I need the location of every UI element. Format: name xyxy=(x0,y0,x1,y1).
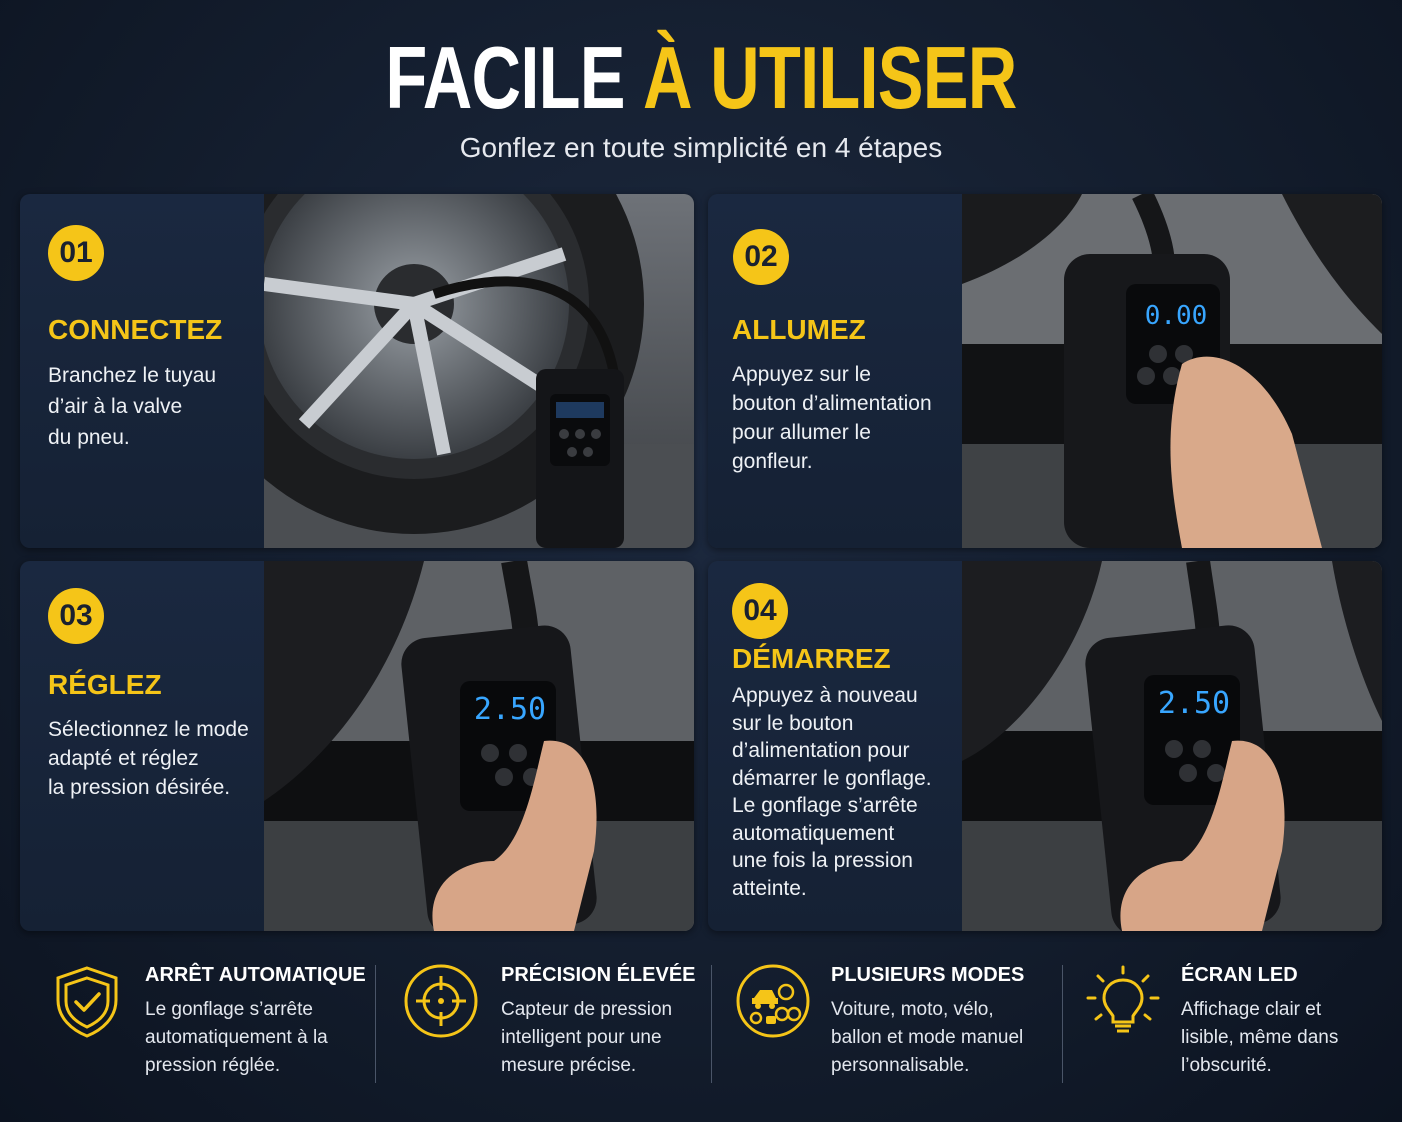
step-description-line: du pneu. xyxy=(48,426,130,449)
step-number-badge: 02 xyxy=(733,229,789,285)
step-description-line: la pression désirée. xyxy=(48,776,231,799)
step-description-line: atteinte. xyxy=(732,876,807,900)
step-description: Appuyez à nouveau sur le bouton d’alimen… xyxy=(732,682,962,902)
step-title: DÉMARREZ xyxy=(732,643,891,674)
feature-description: Capteur de pression intelligent pour une… xyxy=(501,996,672,1080)
lightbulb-icon xyxy=(1086,964,1160,1038)
feature-description-line: lisible, même dans xyxy=(1181,1027,1339,1048)
step-description-line: une fois la pression xyxy=(732,849,913,872)
feature-description-line: Voiture, moto, vélo, xyxy=(831,999,994,1020)
step-description-line: Appuyez sur le xyxy=(732,363,871,386)
step-description-line: gonfleur. xyxy=(732,450,813,473)
device-display: 2.50 xyxy=(474,692,546,727)
step-number-badge: 01 xyxy=(48,225,104,281)
feature-title: ÉCRAN LED xyxy=(1181,964,1298,986)
step-title: ALLUMEZ xyxy=(732,314,866,345)
feature-description-line: mesure précise. xyxy=(501,1055,637,1076)
step-card-3: 03 RÉGLEZ Sélectionnez le mode adapté et… xyxy=(20,561,694,931)
feature-description-line: ballon et mode manuel xyxy=(831,1027,1024,1048)
feature-divider xyxy=(1062,965,1063,1083)
feature-title: PRÉCISION ÉLEVÉE xyxy=(501,964,696,986)
step-description-line: bouton d’alimentation xyxy=(732,392,932,415)
step-description-line: Sélectionnez le mode xyxy=(48,718,249,741)
step-description-line: sur le bouton xyxy=(732,711,854,735)
feature-description: Voiture, moto, vélo, ballon et mode manu… xyxy=(831,996,1023,1080)
step-photo-start-inflation: 2.50 xyxy=(962,561,1382,931)
step-description-line: démarrer le gonflage. xyxy=(732,766,932,790)
feature-description: Affichage clair et lisible, même dans l’… xyxy=(1181,996,1338,1080)
feature-description-line: personnalisable. xyxy=(831,1055,970,1076)
step-number-badge: 03 xyxy=(48,588,104,644)
title-white: FACILE xyxy=(385,28,625,127)
step-card-4: 04 DÉMARREZ Appuyez à nouveau sur le bou… xyxy=(708,561,1382,931)
step-description: Branchez le tuyau d’air à la valve du pn… xyxy=(48,360,263,453)
step-description-line: d’air à la valve xyxy=(48,395,183,418)
step-description: Sélectionnez le mode adapté et réglez la… xyxy=(48,715,278,802)
feature-description-line: automatiquement à la xyxy=(145,1027,328,1048)
step-title: RÉGLEZ xyxy=(48,669,162,700)
step-card-1: 01 CONNECTEZ Branchez le tuyau d’air à l… xyxy=(20,194,694,548)
feature-title: PLUSIEURS MODES xyxy=(831,964,1025,986)
step-card-2: 02 ALLUMEZ Appuyez sur le bouton d’alime… xyxy=(708,194,1382,548)
step-photo-set-pressure: 2.50 xyxy=(264,561,694,931)
step-description-line: Appuyez à nouveau xyxy=(732,684,918,707)
feature-divider xyxy=(375,965,376,1083)
step-photo-power-on: 0.00 xyxy=(962,194,1382,548)
modes-icon xyxy=(736,964,810,1038)
step-description: Appuyez sur le bouton d’alimentation pou… xyxy=(732,360,962,476)
page-title: FACILE À UTILISER xyxy=(154,30,1248,126)
feature-description-line: intelligent pour une xyxy=(501,1027,662,1048)
title-yellow: À UTILISER xyxy=(643,28,1017,127)
device-display: 2.50 xyxy=(1158,686,1230,721)
feature-divider xyxy=(711,965,712,1083)
feature-auto-stop: ARRÊT AUTOMATIQUE Le gonflage s’arrête a… xyxy=(50,960,370,1090)
feature-description-line: l’obscurité. xyxy=(1181,1055,1272,1076)
feature-description-line: Affichage clair et xyxy=(1181,999,1322,1020)
step-description-line: automatiquement xyxy=(732,821,895,845)
step-description-line: adapté et réglez xyxy=(48,747,199,770)
feature-description-line: Le gonflage s’arrête xyxy=(145,999,313,1020)
shield-check-icon xyxy=(50,964,124,1038)
feature-description-line: pression réglée. xyxy=(145,1055,281,1076)
feature-precision: PRÉCISION ÉLEVÉE Capteur de pression int… xyxy=(404,960,704,1090)
device-display: 0.00 xyxy=(1145,301,1208,331)
crosshair-icon xyxy=(404,964,478,1038)
step-description-line: d’alimentation pour xyxy=(732,739,910,762)
feature-led-screen: ÉCRAN LED Affichage clair et lisible, mê… xyxy=(1086,960,1386,1090)
step-description-line: Le gonflage s’arrête xyxy=(732,794,918,817)
step-number-badge: 04 xyxy=(732,583,788,639)
step-title: CONNECTEZ xyxy=(48,314,223,345)
feature-title: ARRÊT AUTOMATIQUE xyxy=(145,964,366,986)
feature-description: Le gonflage s’arrête automatiquement à l… xyxy=(145,996,328,1080)
page-subtitle: Gonflez en toute simplicité en 4 étapes xyxy=(459,132,943,163)
header: FACILE À UTILISER Gonflez en toute simpl… xyxy=(0,30,1402,164)
step-description-line: pour allumer le xyxy=(732,421,871,444)
step-photo-tire-connection xyxy=(264,194,694,548)
feature-description-line: Capteur de pression xyxy=(501,999,673,1020)
feature-modes: PLUSIEURS MODES Voiture, moto, vélo, bal… xyxy=(736,960,1056,1090)
step-description-line: Branchez le tuyau xyxy=(48,364,217,387)
